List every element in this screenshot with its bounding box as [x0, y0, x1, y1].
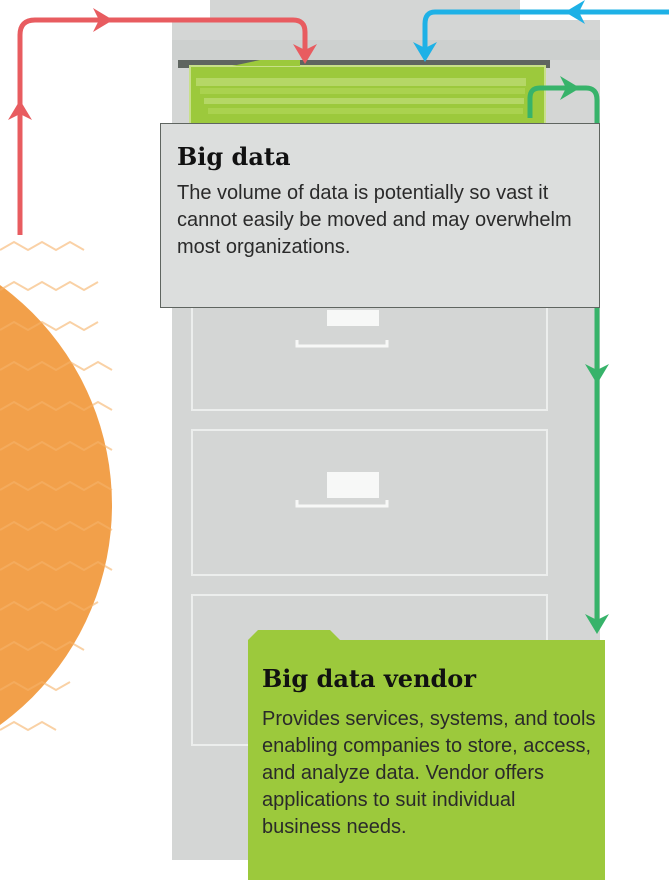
green-arrow [527, 85, 600, 625]
drawer-2 [191, 429, 548, 576]
big-data-box: Big data The volume of data is potential… [160, 123, 600, 308]
red-arrowhead-up-icon [8, 100, 32, 120]
green-arrowhead-right-icon [560, 76, 580, 100]
orange-circle-zigzag-pattern [0, 240, 113, 732]
big-data-vendor-box: Big data vendor Provides services, syste… [248, 640, 605, 880]
green-arrowhead-bottom-icon [585, 614, 609, 634]
orange-circle [0, 285, 112, 725]
big-data-vendor-title: Big data vendor [262, 664, 476, 693]
red-arrowhead-down-icon [293, 44, 317, 64]
green-arrowhead-down-icon [585, 364, 609, 384]
big-data-vendor-description: Provides services, systems, and tools en… [262, 708, 596, 838]
vendor-folder-tab [248, 630, 340, 640]
blue-arrow [422, 9, 669, 48]
big-data-description: The volume of data is potentially so vas… [177, 182, 572, 258]
blue-arrowhead-left-icon [565, 0, 585, 24]
red-arrowhead-right-icon [93, 8, 113, 32]
green-folders [189, 60, 546, 127]
red-arrow [17, 17, 308, 235]
big-data-title: Big data [177, 142, 291, 171]
blue-arrowhead-down-icon [413, 42, 437, 62]
